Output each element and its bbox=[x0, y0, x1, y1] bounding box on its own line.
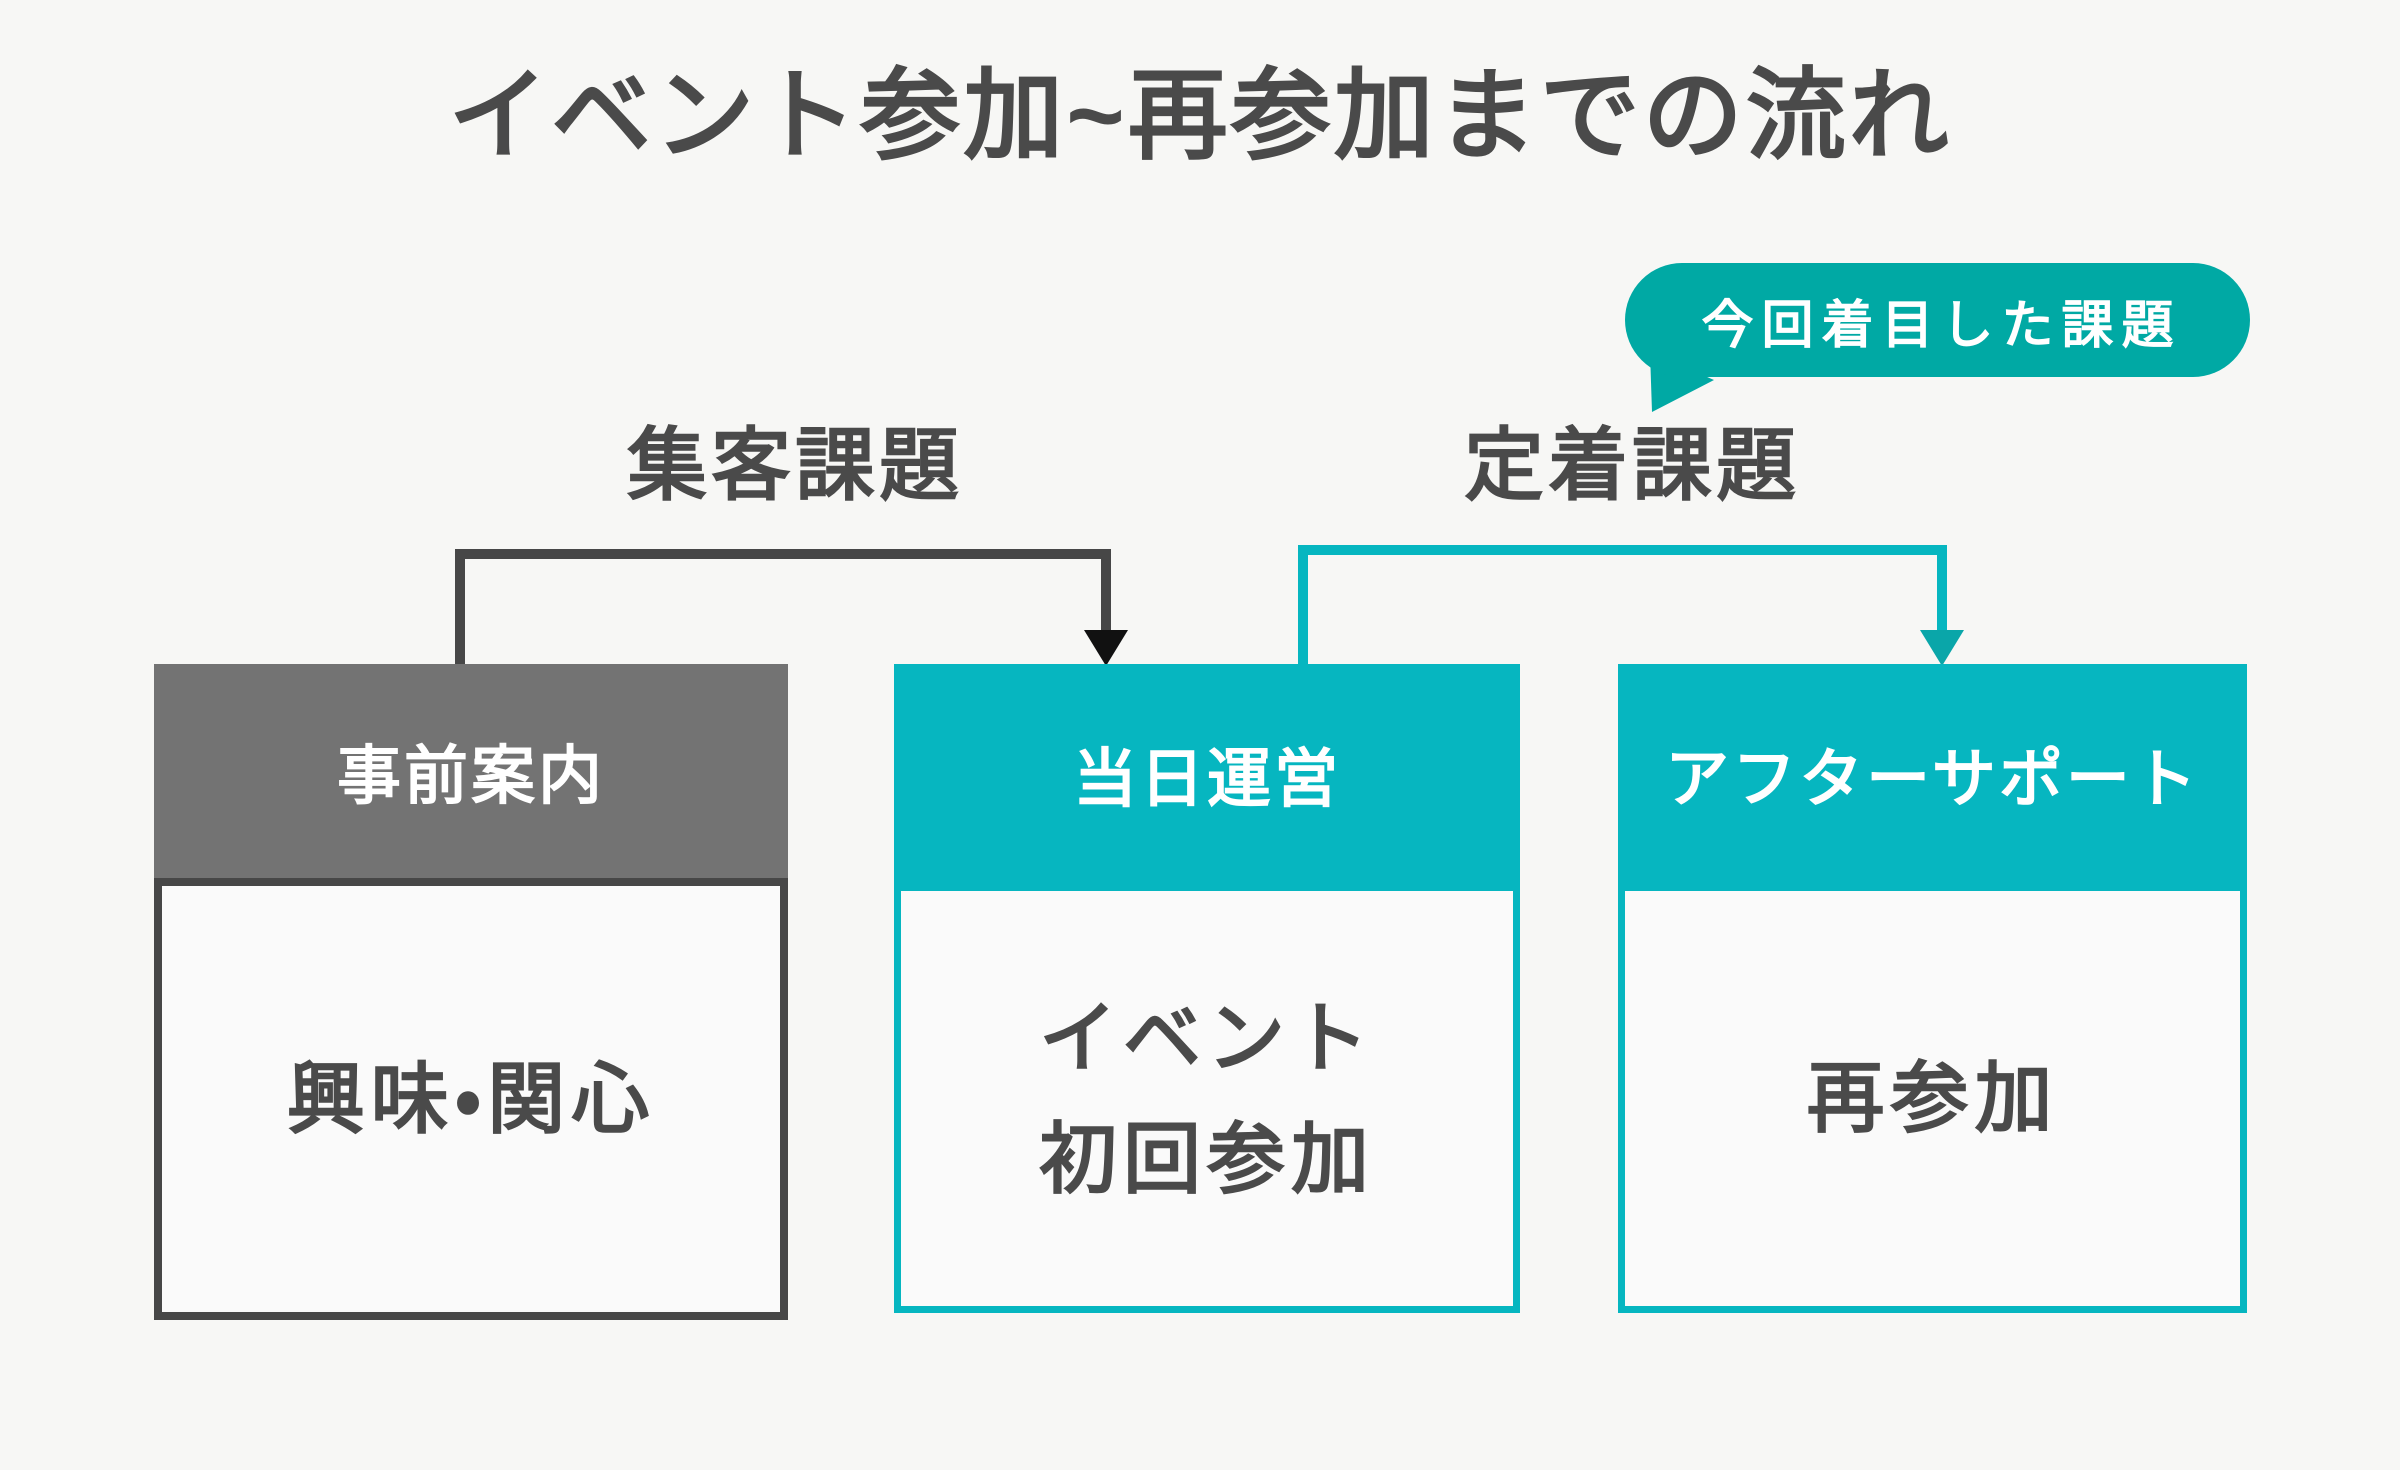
box-advance-guidance-header: 事前案内 bbox=[154, 664, 788, 878]
box-advance-guidance-body: 興味・関心 bbox=[154, 878, 788, 1320]
retention-connector-line bbox=[1298, 545, 1947, 666]
retention-arrowhead-icon bbox=[1920, 630, 1964, 666]
box-day-of-operation: 当日運営 イベント 初回参加 bbox=[894, 664, 1520, 1313]
box-after-support-body: 再参加 bbox=[1618, 884, 2247, 1313]
label-attraction-issue: 集客課題 bbox=[627, 421, 963, 510]
box-after-support-header: アフターサポート bbox=[1618, 664, 2247, 884]
box-after-support-body-text: 再参加 bbox=[1806, 1054, 2059, 1142]
box-after-support: アフターサポート 再参加 bbox=[1618, 664, 2247, 1313]
box-day-of-operation-body-line1: イベント bbox=[1038, 993, 1375, 1082]
box-day-of-operation-body-line2: 初回参加 bbox=[1038, 1114, 1375, 1203]
box-day-of-operation-body: イベント 初回参加 bbox=[894, 884, 1520, 1313]
attraction-arrowhead-icon bbox=[1084, 630, 1128, 666]
callout-bubble-label: 今回着目した課題 bbox=[1701, 296, 2182, 355]
label-retention-issue: 定着課題 bbox=[1464, 421, 1800, 510]
box-advance-guidance: 事前案内 興味・関心 bbox=[154, 664, 788, 1320]
callout-bubble: 今回着目した課題 bbox=[1625, 263, 2250, 377]
attraction-connector-line bbox=[455, 549, 1111, 666]
box-advance-guidance-body-text: 興味・関心 bbox=[286, 1054, 656, 1143]
page-title: イベント参加~再参加までの流れ bbox=[448, 60, 1952, 172]
box-day-of-operation-header: 当日運営 bbox=[894, 664, 1520, 884]
